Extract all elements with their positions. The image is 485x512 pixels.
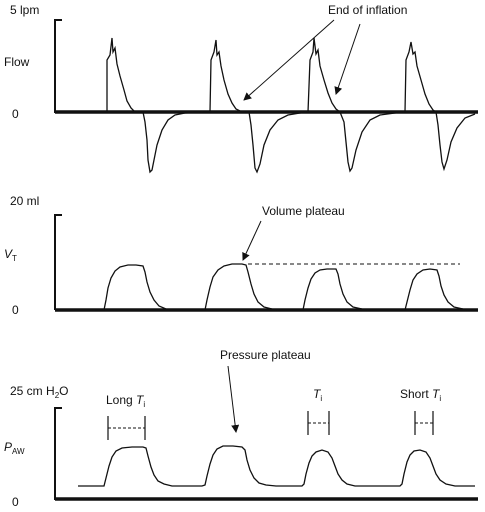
pressure-trace [78,445,475,487]
svg-text:Long Ti: Long Ti [106,393,145,409]
pressure-y-axis [54,407,62,500]
volume-panel: 20 ml VT 0 Volume plateau [4,194,478,317]
svg-text:Ti: Ti [313,387,322,403]
ti-marker-short: Short Ti [400,387,441,435]
volume-plateau-arrow [242,220,262,261]
flow-axis-name: Flow [4,55,30,69]
svg-text:Short Ti: Short Ti [400,387,441,403]
pressure-scale-label: 25 cm H2O [10,384,68,400]
pressure-axis-name: PAW [4,440,25,456]
volume-zero-label: 0 [12,303,19,317]
end-of-inflation-label: End of inflation [328,3,407,17]
volume-trace [95,263,473,311]
volume-scale-label: 20 ml [10,194,39,208]
flow-panel: 5 lpm Flow 0 End of inflation [4,3,478,174]
flow-y-axis [54,19,62,113]
flow-zero-label: 0 [12,107,19,121]
pressure-plateau-arrow [227,365,240,433]
pressure-panel: 25 cm H2O PAW 0 Pressure plateau Long Ti… [4,348,478,509]
ti-marker-medium: Ti [307,387,330,435]
end-of-inflation-arrow-2 [334,23,361,95]
pressure-zero-label: 0 [12,495,19,509]
volume-y-axis [54,214,62,310]
ti-marker-long: Long Ti [106,393,146,440]
pressure-plateau-label: Pressure plateau [220,348,311,362]
flow-trace [70,37,476,174]
flow-scale-label: 5 lpm [10,3,39,17]
end-of-inflation-arrow-1 [243,19,335,101]
volume-axis-name: VT [4,247,17,263]
volume-plateau-label: Volume plateau [262,204,345,218]
